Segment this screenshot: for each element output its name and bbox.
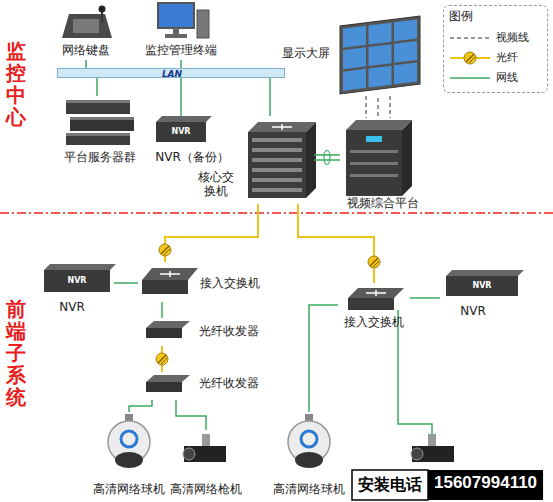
bullet-camera: 高清网络枪机: [168, 430, 244, 500]
core-switch-icon: [248, 122, 316, 198]
device-label: 监控管理终端: [140, 0, 222, 60]
nvr-icon: [156, 116, 212, 142]
zone-title: 前端子系统: [6, 298, 26, 408]
device-marking: NVR: [472, 282, 491, 290]
phone-number: 15607994110: [434, 473, 537, 493]
phone-banner: [352, 470, 543, 500]
network-link: [85, 60, 87, 68]
keyboard-icon: [62, 6, 112, 39]
core-switch: 核心交换机: [190, 116, 314, 204]
access-switch: 接入交换机: [338, 283, 410, 333]
network-link: [269, 78, 271, 116]
device-name: 监控管理终端: [145, 43, 217, 57]
bullet-camera-icon: [183, 434, 454, 462]
device-name: 核心交换机: [198, 170, 234, 199]
fiber-transceiver: 光纤收发器: [142, 372, 266, 400]
legend-title: 图例: [449, 9, 473, 23]
network-link: [410, 297, 440, 299]
banner-text: 安装电话: [358, 475, 422, 494]
video-wall-icon: [340, 16, 420, 94]
access-switch-icon: [142, 268, 198, 294]
device-name: 接入交换机: [344, 315, 404, 329]
legend-text: 网线: [496, 70, 518, 86]
video-line: [366, 96, 390, 118]
cable-bundle-mark: [324, 151, 330, 165]
server-group: 平台服务器群: [58, 96, 142, 168]
nvr-device: NVR NVR（备份）: [150, 116, 236, 168]
legend-text: 光纤: [496, 50, 518, 66]
zone-divider: [0, 212, 553, 214]
device-name: LAN: [162, 70, 182, 79]
legend-sample: [448, 30, 492, 46]
network-link: [161, 302, 163, 318]
legend-row: 视频线: [448, 30, 546, 46]
device-marking: NVR: [67, 277, 86, 285]
device-name: NVR: [460, 304, 486, 318]
zone-title: 监控中心: [6, 40, 26, 128]
device-name: 接入交换机: [200, 276, 260, 290]
server-icon: [66, 100, 134, 145]
network-link: [314, 154, 340, 156]
network-link: [180, 78, 182, 116]
terminal-icon: [158, 3, 209, 38]
device-name: NVR（备份）: [155, 150, 229, 164]
access-switch: 接入交换机: [138, 262, 264, 302]
device-name: 网络键盘: [62, 43, 110, 57]
device-name: NVR: [59, 300, 85, 314]
nvr-device: NVR NVR: [40, 262, 114, 320]
legend-row: 光纤: [448, 50, 546, 66]
video-platform: 视频综合平台: [340, 116, 426, 212]
fiber-mark: [368, 256, 380, 268]
device-marking: NVR: [171, 128, 190, 136]
dome-camera: 高清网络球机: [270, 412, 352, 500]
network-link: [180, 60, 182, 68]
device-name: 光纤收发器: [199, 324, 259, 338]
display-wall: 显示大屏: [276, 14, 424, 96]
fiber-mark: [464, 52, 476, 64]
fiber-mark: [156, 353, 168, 365]
network-link: [96, 78, 98, 96]
device-name: 高清网络枪机: [170, 482, 242, 496]
transceiver-icon: [146, 321, 190, 392]
device-label: 网络键盘: [58, 4, 114, 60]
network-link: [114, 282, 138, 284]
device-name: 高清网络球机: [273, 482, 345, 496]
nvr-device: NVR NVR: [440, 268, 524, 326]
network-link: [129, 400, 152, 412]
network-line: [314, 159, 340, 161]
fiber-link: [165, 204, 258, 262]
dome-camera: 高清网络球机: [90, 412, 168, 500]
fiber-link: [298, 204, 374, 283]
device-name: 高清网络球机: [93, 482, 165, 496]
dome-camera-icon: [108, 414, 330, 468]
video-platform-icon: [346, 120, 412, 196]
device-name: 光纤收发器: [199, 376, 259, 390]
fiber-mark: [159, 244, 171, 256]
nvr-icon: [446, 270, 524, 296]
network-link: [309, 305, 338, 412]
fiber-transceiver: 光纤收发器: [142, 318, 266, 346]
network-link: [176, 400, 206, 430]
legend-text: 视频线: [496, 30, 529, 46]
legend-sample: [448, 70, 492, 86]
nvr-icon: [44, 264, 116, 292]
device-name: 视频综合平台: [347, 196, 419, 210]
device-name: 显示大屏: [282, 46, 330, 60]
video-link: [377, 96, 379, 116]
access-switch-icon: [348, 288, 404, 310]
lan-bar: LAN: [57, 68, 285, 78]
legend-sample: [448, 50, 492, 66]
legend-row: 网线: [448, 70, 546, 86]
device-name: 平台服务器群: [64, 150, 136, 164]
